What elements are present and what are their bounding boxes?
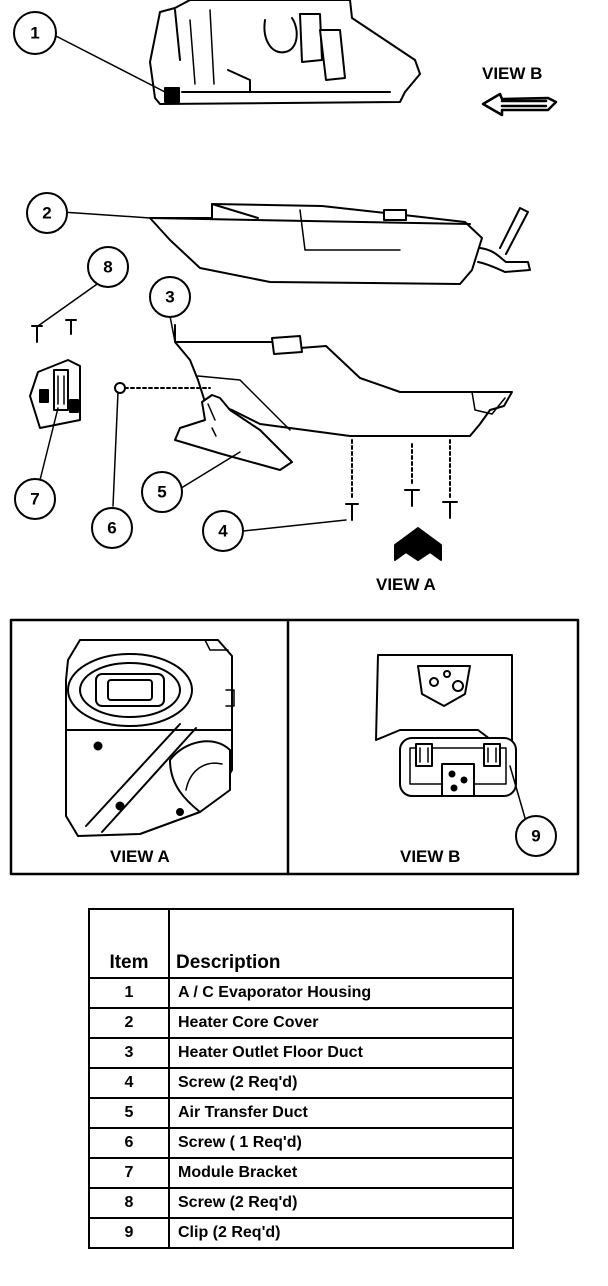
item-number: 4 [88, 1067, 170, 1099]
callout-6: 6 [91, 507, 133, 549]
svg-text:2: 2 [42, 204, 51, 223]
item-description: Heater Outlet Floor Duct [168, 1037, 514, 1069]
table-row: 9 Clip (2 Req'd) [88, 1217, 514, 1249]
callout-8: 8 [87, 246, 129, 288]
item-description: Screw ( 1 Req'd) [168, 1127, 514, 1159]
table-row: 4 Screw (2 Req'd) [88, 1067, 514, 1099]
svg-text:8: 8 [103, 258, 112, 277]
item-number: 9 [88, 1217, 170, 1249]
item-description: Heater Core Cover [168, 1007, 514, 1039]
item-number: 8 [88, 1187, 170, 1219]
svg-text:9: 9 [531, 827, 540, 846]
table-header-row: Item Description [88, 908, 514, 979]
item-number: 1 [88, 977, 170, 1009]
item-number: 6 [88, 1127, 170, 1159]
item-number: 7 [88, 1157, 170, 1189]
svg-text:7: 7 [30, 490, 39, 509]
table-row: 2 Heater Core Cover [88, 1007, 514, 1039]
header-item: Item [88, 908, 170, 979]
table-row: 5 Air Transfer Duct [88, 1097, 514, 1129]
svg-text:4: 4 [218, 522, 228, 541]
svg-text:3: 3 [165, 288, 174, 307]
heater-outlet-floor-duct [174, 324, 513, 437]
view-b-top-label: VIEW B [482, 64, 542, 83]
screw-4-b [404, 443, 420, 507]
svg-text:1: 1 [30, 24, 39, 43]
view-a-panel-label: VIEW A [110, 847, 170, 866]
callout-1: 1 [13, 11, 57, 55]
callout-7: 7 [14, 478, 56, 520]
callout-4: 4 [202, 510, 244, 552]
item-description: Air Transfer Duct [168, 1097, 514, 1129]
module-bracket [29, 359, 81, 429]
parts-table: Item Description 1 A / C Evaporator Hous… [88, 908, 514, 1249]
screw-4-c [442, 439, 458, 519]
svg-text:6: 6 [107, 519, 116, 538]
table-row: 7 Module Bracket [88, 1157, 514, 1189]
header-description: Description [168, 908, 514, 979]
leader-lines [37, 33, 347, 532]
view-a-arrow [394, 527, 442, 561]
heater-core-cover [149, 203, 531, 285]
screw-4-a [345, 439, 359, 521]
callout-3: 3 [149, 276, 191, 318]
item-description: Screw (2 Req'd) [168, 1187, 514, 1219]
item-number: 2 [88, 1007, 170, 1039]
item-description: A / C Evaporator Housing [168, 977, 514, 1009]
item-description: Clip (2 Req'd) [168, 1217, 514, 1249]
screw-8-b [65, 319, 77, 335]
view-a-top-label: VIEW A [376, 575, 436, 594]
callout-5: 5 [141, 471, 183, 513]
callout-9: 9 [515, 815, 557, 857]
item-number: 3 [88, 1037, 170, 1069]
table-row: 8 Screw (2 Req'd) [88, 1187, 514, 1219]
evaporator-housing [149, 0, 421, 105]
view-a-drawing [65, 639, 235, 837]
view-b-panel-label: VIEW B [400, 847, 460, 866]
item-description: Screw (2 Req'd) [168, 1067, 514, 1099]
item-description: Module Bracket [168, 1157, 514, 1189]
exploded-diagram: VIEW B [9, 0, 580, 876]
item-number: 5 [88, 1097, 170, 1129]
screw-8-a [31, 325, 43, 343]
svg-text:5: 5 [157, 483, 166, 502]
screw-6 [114, 382, 211, 394]
table-row: 1 A / C Evaporator Housing [88, 977, 514, 1009]
air-transfer-duct [174, 394, 293, 471]
table-row: 3 Heater Outlet Floor Duct [88, 1037, 514, 1069]
view-b-drawing [375, 654, 526, 819]
view-b-arrow [481, 92, 558, 117]
callout-2: 2 [26, 192, 68, 234]
table-row: 6 Screw ( 1 Req'd) [88, 1127, 514, 1159]
